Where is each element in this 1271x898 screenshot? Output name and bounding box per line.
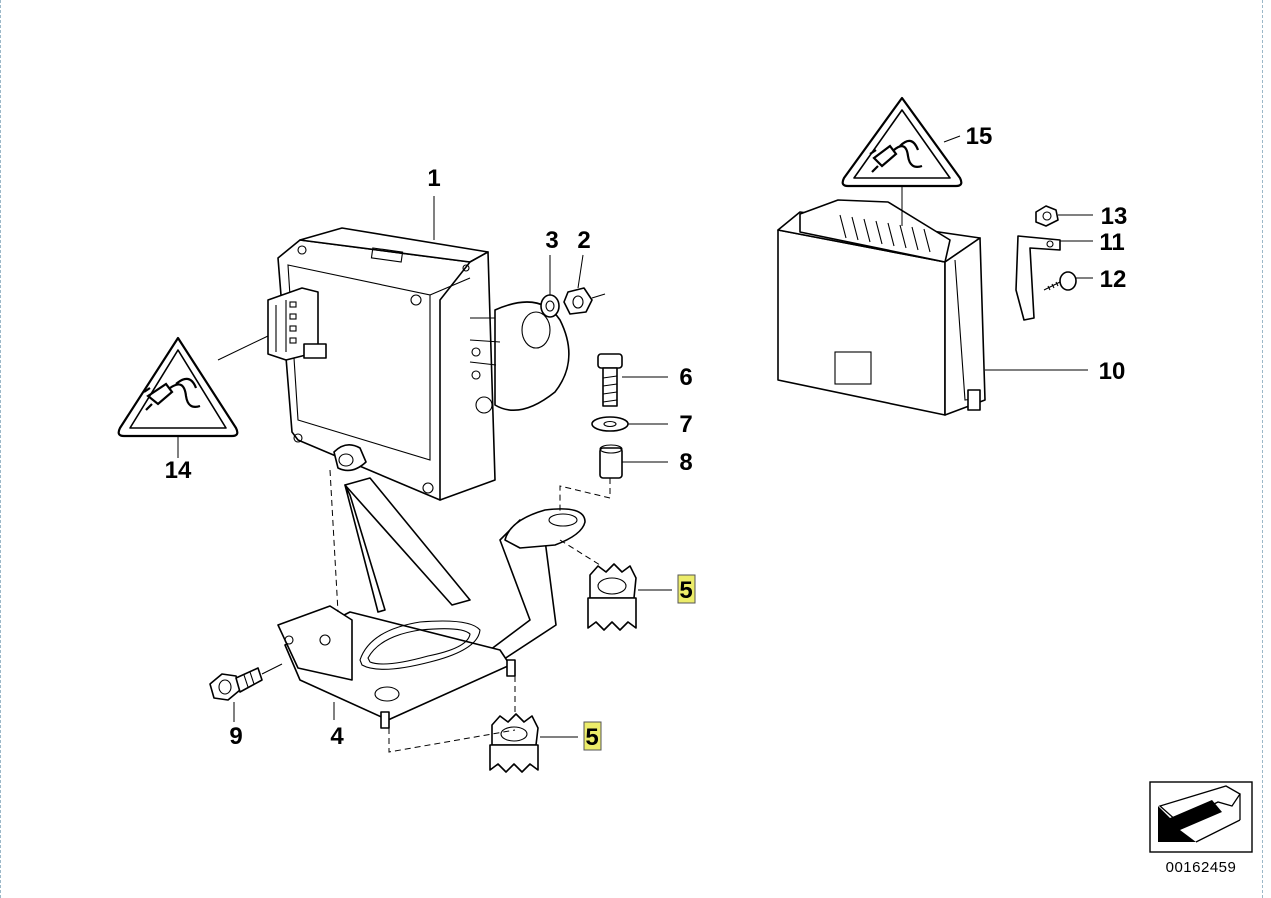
screw-part-12[interactable]: [1043, 271, 1077, 291]
rubber-mount-part-5-upper[interactable]: [587, 563, 637, 631]
callout-11: 11: [1099, 229, 1124, 256]
callout-9: 9: [229, 723, 242, 750]
callout-12: 12: [1100, 266, 1127, 293]
mounting-bracket[interactable]: [277, 477, 586, 729]
bracket-part-11[interactable]: [1015, 235, 1061, 321]
assembly-dashed-lines: [329, 469, 611, 753]
nut-part-2[interactable]: [563, 287, 606, 315]
bolt-part-6[interactable]: [597, 353, 623, 407]
callout-5-upper[interactable]: 5: [679, 577, 692, 604]
electrical-plug-warning-icon: [117, 336, 239, 438]
callout-4: 4: [330, 723, 344, 750]
bolt-part-9[interactable]: [209, 663, 283, 701]
abs-control-unit[interactable]: [777, 199, 986, 416]
nut-part-13[interactable]: [1035, 205, 1059, 227]
callout-5-lower[interactable]: 5: [585, 724, 598, 751]
callout-13: 13: [1101, 203, 1128, 230]
page-frame-right: [1262, 0, 1264, 898]
callout-1: 1: [427, 165, 440, 192]
sleeve-part-8[interactable]: [599, 444, 623, 479]
callout-5-upper-highlight: [677, 574, 696, 604]
washer-part-3[interactable]: [540, 294, 560, 318]
callout-15: 15: [966, 123, 993, 150]
callout-14: 14: [165, 457, 192, 484]
washer-part-7[interactable]: [591, 416, 629, 432]
callout-6: 6: [679, 364, 692, 391]
callout-3: 3: [545, 227, 558, 254]
callout-7: 7: [679, 411, 692, 438]
callout-labels: 1 3 2 6 7 8 5 5 9 4 14 15 13 11 12 10: [165, 123, 1128, 751]
leader-lines: [177, 135, 1093, 738]
electrical-plug-warning-icon: [841, 96, 963, 188]
page-frame-left: [0, 0, 2, 898]
callout-10: 10: [1099, 358, 1126, 385]
callout-5-lower-highlight: [583, 721, 602, 751]
rubber-mount-part-5-lower[interactable]: [489, 713, 539, 773]
abs-hydraulic-unit[interactable]: [267, 227, 570, 501]
callout-8: 8: [679, 449, 692, 476]
callout-2: 2: [577, 227, 590, 254]
reference-number: 00162459: [1166, 859, 1237, 876]
next-page-arrow-icon[interactable]: [1149, 781, 1253, 853]
